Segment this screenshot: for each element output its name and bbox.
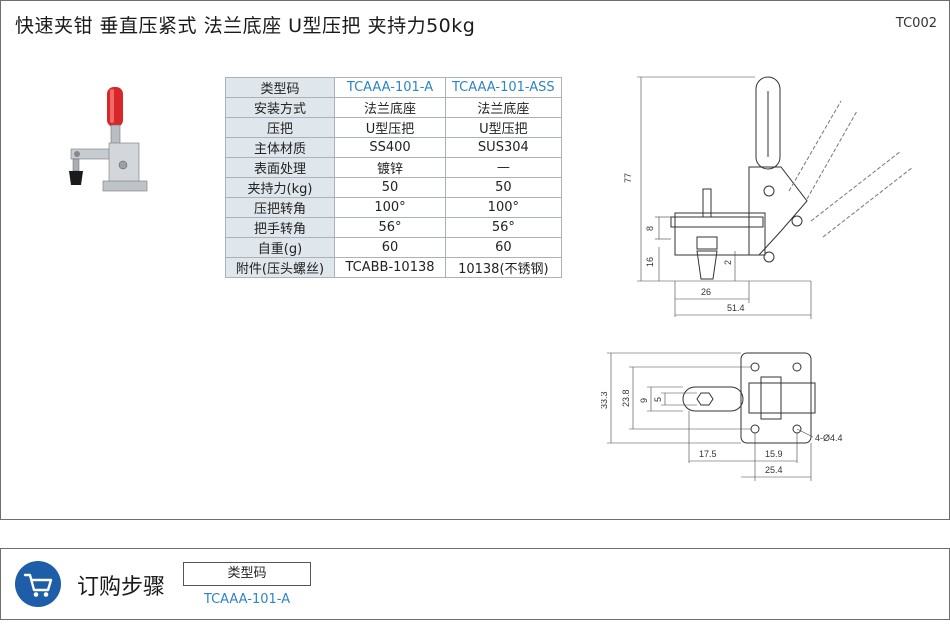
shopping-cart-icon <box>23 573 53 597</box>
spec-cell-v1: 56° <box>334 217 446 238</box>
spec-cell-v1: SS400 <box>334 137 446 158</box>
spec-row: 表面处理镀锌— <box>225 157 562 178</box>
type-code-label: 类型码 <box>183 562 311 586</box>
spec-cell-label: 把手转角 <box>225 217 335 238</box>
dim-25: 25.4 <box>765 465 783 475</box>
spec-cell-v2: — <box>445 157 562 178</box>
spec-cell-v2: 法兰底座 <box>445 97 562 118</box>
dim-8: 8 <box>645 226 655 231</box>
dim-9: 9 <box>639 398 649 403</box>
dim-2: 2 <box>723 260 733 265</box>
product-code: TC002 <box>895 16 937 31</box>
dim-33: 33.3 <box>601 391 609 409</box>
dim-5: 5 <box>653 397 663 402</box>
spec-cell-label: 类型码 <box>225 77 335 98</box>
spec-cell-v1: 100° <box>334 197 446 218</box>
spec-cell-label: 压把转角 <box>225 197 335 218</box>
dim-17: 17.5 <box>699 449 717 459</box>
spec-cell-label: 夹持力(kg) <box>225 177 335 198</box>
spec-cell-v2: SUS304 <box>445 137 562 158</box>
cart-badge <box>15 561 61 607</box>
dim-height: 77 <box>623 173 633 183</box>
spec-cell-v2: TCAAA-101-ASS <box>445 77 562 98</box>
spec-cell-v1: TCAAA-101-A <box>334 77 446 98</box>
spec-cell-v2: 60 <box>445 237 562 258</box>
spec-cell-v2: 50 <box>445 177 562 198</box>
order-title: 订购步骤 <box>77 575 166 600</box>
order-steps-panel: 订购步骤 类型码 TCAAA-101-A <box>0 548 950 620</box>
dim-51: 51.4 <box>727 303 745 313</box>
spec-cell-v2: 100° <box>445 197 562 218</box>
spec-cell-v2: 56° <box>445 217 562 238</box>
spec-cell-label: 压把 <box>225 117 335 138</box>
spec-cell-v1: 镀锌 <box>334 157 446 178</box>
spec-cell-label: 安装方式 <box>225 97 335 118</box>
dim-16: 16 <box>645 257 655 267</box>
spec-cell-v2: U型压把 <box>445 117 562 138</box>
page-title: 快速夹钳 垂直压紧式 法兰底座 U型压把 夹持力50kg <box>15 15 476 37</box>
spec-cell-label: 自重(g) <box>225 237 335 258</box>
spec-cell-v1: TCABB-10138 <box>334 257 446 278</box>
dim-15: 15.9 <box>765 449 783 459</box>
spec-cell-label: 主体材质 <box>225 137 335 158</box>
dim-26: 26 <box>701 287 711 297</box>
dim-23: 23.8 <box>621 389 631 407</box>
spec-cell-label: 附件(压头螺丝) <box>225 257 335 278</box>
spec-cell-v2: 10138(不锈钢) <box>445 257 562 278</box>
product-photo <box>69 87 148 192</box>
type-code-value: TCAAA-101-A <box>203 592 291 607</box>
spec-row: 安装方式法兰底座法兰底座 <box>225 97 562 118</box>
dimension-drawing: 77 8 16 2 26 51.4 <box>601 76 914 481</box>
spec-cell-label: 表面处理 <box>225 157 335 178</box>
spec-cell-v1: 法兰底座 <box>334 97 446 118</box>
spec-cell-v1: U型压把 <box>334 117 446 138</box>
dim-holes: 4-Ø4.4 <box>815 433 843 443</box>
spec-cell-v1: 60 <box>334 237 446 258</box>
spec-cell-v1: 50 <box>334 177 446 198</box>
